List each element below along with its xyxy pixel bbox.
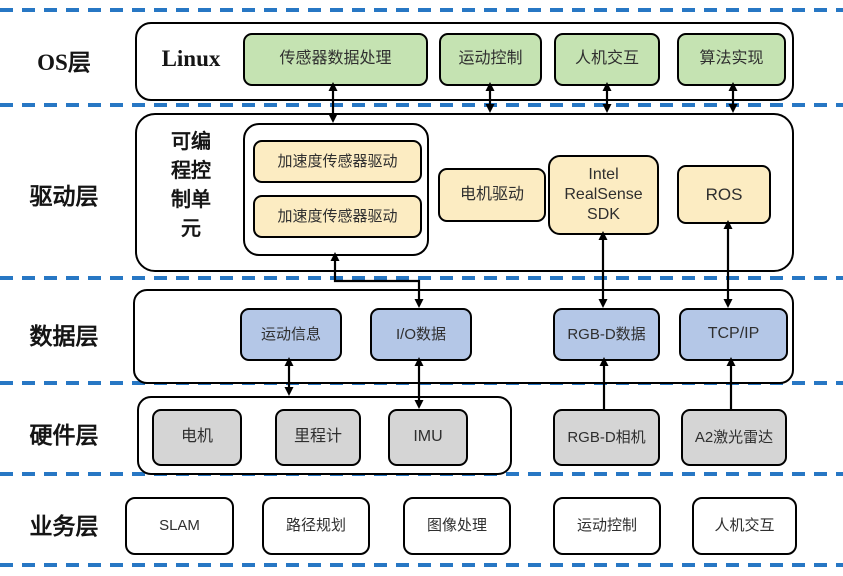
layer-divider <box>0 8 843 12</box>
layer-divider <box>0 276 843 280</box>
data-box-rgbd-data: RGB-D数据 <box>553 308 660 361</box>
data-box-motion-info: 运动信息 <box>240 308 342 361</box>
driver-box-accel-sensor-driver-2: 加速度传感器驱动 <box>253 195 422 238</box>
hardware-box-a2-lidar: A2激光雷达 <box>681 409 787 466</box>
layer-divider <box>0 563 843 567</box>
os-box-sensor-data-processing: 传感器数据处理 <box>243 33 428 86</box>
data-box-tcpip: TCP/IP <box>679 308 788 361</box>
driver-box-motor-driver: 电机驱动 <box>438 168 546 222</box>
layer-label-data: 数据层 <box>29 324 99 349</box>
data-box-io-data: I/O数据 <box>370 308 472 361</box>
business-box-hmi: 人机交互 <box>692 497 797 555</box>
os-box-human-machine-interaction: 人机交互 <box>554 33 660 86</box>
arrowhead-7-end <box>284 387 294 396</box>
pcu-label: 可编 程控 制单 元 <box>171 131 211 240</box>
driver-box-ros: ROS <box>677 165 771 224</box>
hardware-box-rgbd-camera: RGB-D相机 <box>553 409 660 466</box>
business-box-motion-control: 运动控制 <box>553 497 661 555</box>
layer-label-hardware: 硬件层 <box>29 423 99 448</box>
layer-label-os: OS层 <box>37 50 91 75</box>
layer-label-business: 业务层 <box>29 514 99 539</box>
hardware-box-motor: 电机 <box>152 409 242 466</box>
hardware-box-imu: IMU <box>388 409 468 466</box>
os-box-motion-control: 运动控制 <box>439 33 542 86</box>
driver-box-accel-sensor-driver-1: 加速度传感器驱动 <box>253 140 422 183</box>
layer-divider <box>0 103 843 107</box>
os-box-algorithm-implementation: 算法实现 <box>677 33 786 86</box>
business-box-path-planning: 路径规划 <box>262 497 370 555</box>
business-box-slam: SLAM <box>125 497 234 555</box>
business-box-image-processing: 图像处理 <box>403 497 511 555</box>
hardware-box-odometer: 里程计 <box>275 409 361 466</box>
driver-box-intel-realsense-sdk: Intel RealSense SDK <box>548 155 659 235</box>
layer-label-driver: 驱动层 <box>29 184 99 209</box>
linux-label: Linux <box>161 46 221 71</box>
